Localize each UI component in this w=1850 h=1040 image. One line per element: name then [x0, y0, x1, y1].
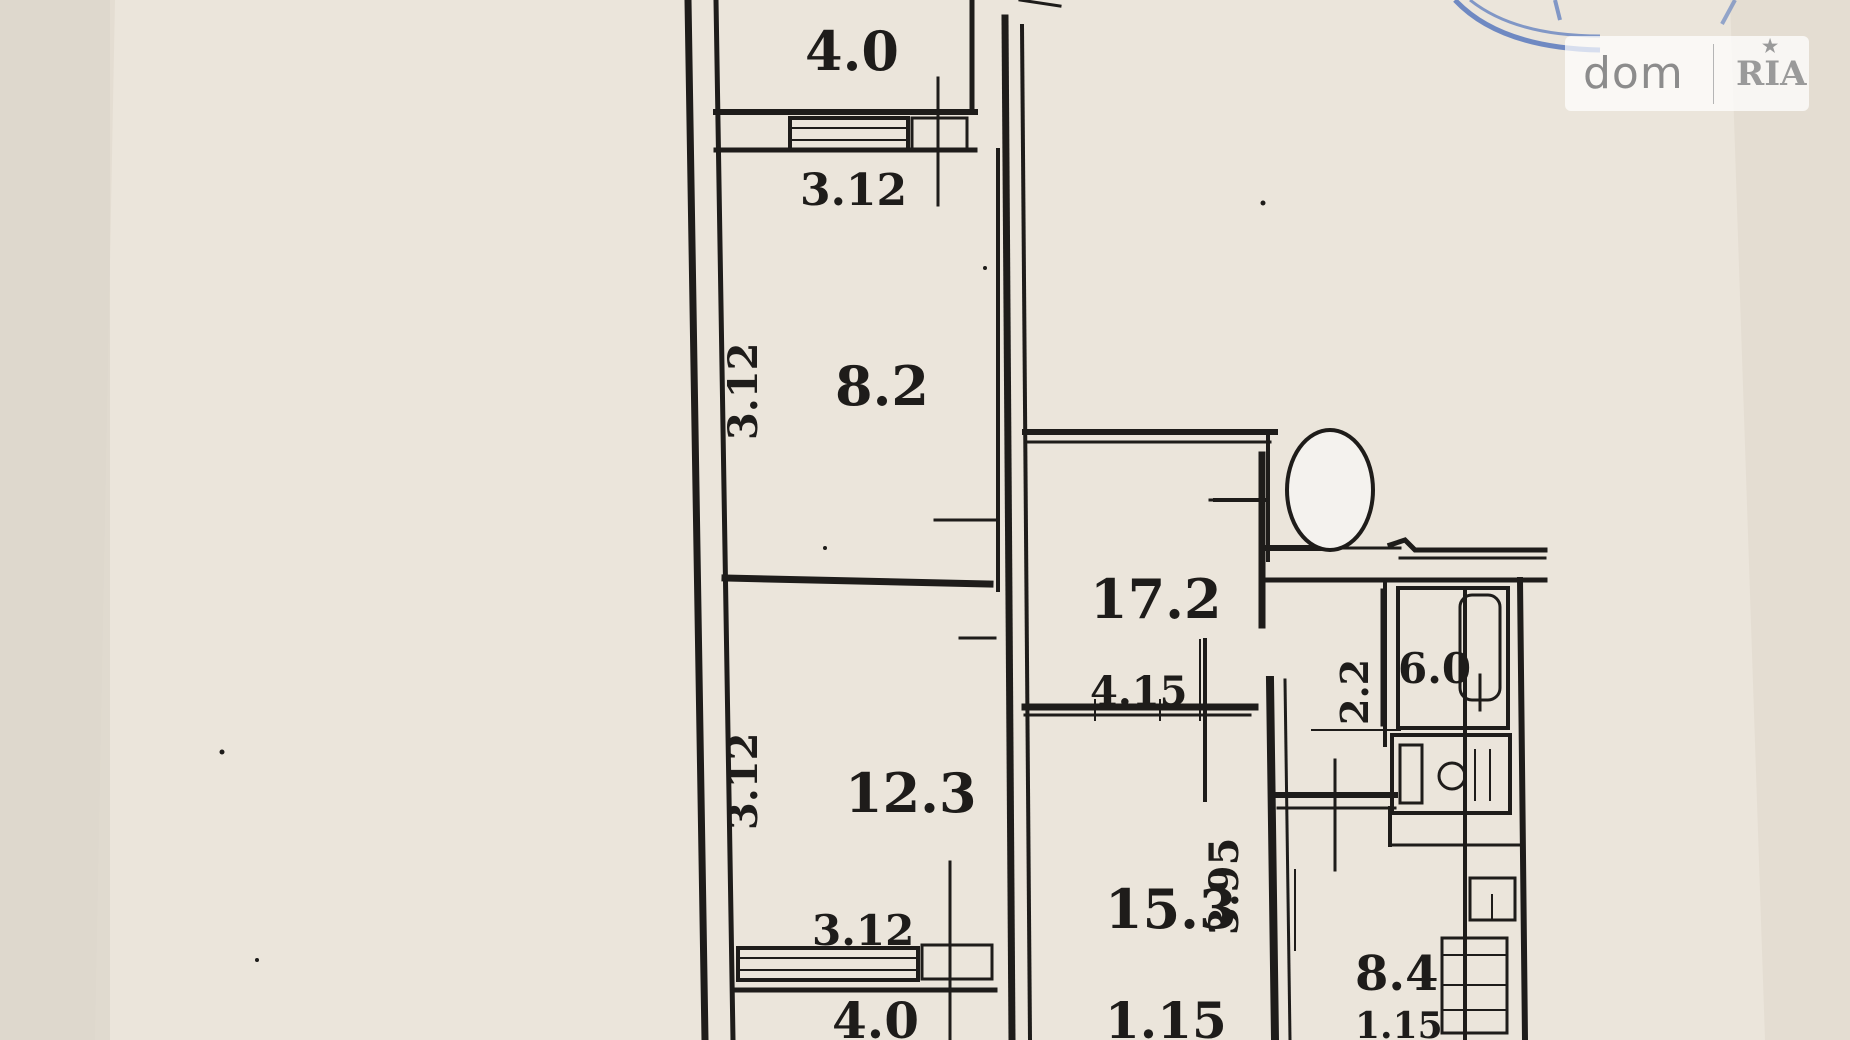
watermark-ria-text: ★ RIA [1714, 36, 1807, 94]
paper-specks [219, 200, 1266, 962]
room-label: 4.0 [832, 991, 919, 1040]
room-label: 8.2 [835, 354, 929, 418]
room-label: 8.4 [1355, 946, 1439, 1002]
room-label: 17.2 [1090, 567, 1222, 631]
paper-sheet [95, 0, 1765, 1040]
watermark-ria-label: RIA [1736, 53, 1807, 94]
room-label: 1.15 [1355, 1005, 1443, 1040]
room-label: 1.15 [1105, 991, 1227, 1040]
room-label: 4.0 [805, 19, 899, 83]
room-labels: 4.0 3.12 8.2 17.2 12.3 3.12 4.0 15.3 1.1… [800, 19, 1471, 1040]
watermark-logo: dom ★ RIA [1565, 36, 1809, 111]
room-label: 6.0 [1398, 644, 1471, 693]
watermark-divider [1713, 43, 1714, 104]
room-label: 15.3 [1105, 877, 1237, 941]
watermark-dom-text: dom [1583, 48, 1684, 99]
punch-hole [1285, 428, 1375, 552]
dimension-label: 3.12 [720, 733, 767, 830]
star-icon: ★ [1762, 35, 1779, 57]
room-label: 3.12 [812, 906, 914, 955]
paper-shadow-left [0, 0, 110, 1040]
dimension-label: 3.12 [720, 343, 767, 440]
room-label: 3.12 [800, 165, 907, 216]
dimension-label: 4.15 [1090, 668, 1187, 715]
room-label: 12.3 [845, 761, 977, 825]
dimension-label: 3.95 [1201, 838, 1248, 935]
dimension-labels: 3.12 4.15 3.12 3.95 2.2 [720, 343, 1377, 935]
dimension-label: 2.2 [1332, 659, 1377, 725]
